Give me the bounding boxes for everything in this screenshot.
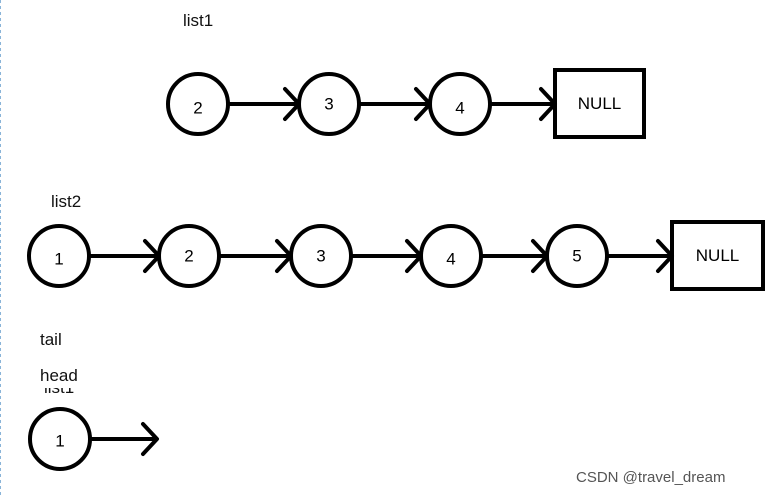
list2-arrow-4 xyxy=(481,239,549,273)
list1-node-3-value: 4 xyxy=(455,99,464,118)
list2-node-5-value: 5 xyxy=(572,247,581,266)
list2-node-3-value: 3 xyxy=(316,247,325,266)
merged-arrow-1 xyxy=(90,422,159,456)
tail-label: tail xyxy=(40,330,62,349)
list1-null-box xyxy=(553,68,646,139)
list1-null-label: NULL xyxy=(578,94,621,113)
list2-null-box xyxy=(670,220,765,291)
list2-node-4-value: 4 xyxy=(446,250,455,269)
selection-edge-dashes xyxy=(0,0,1,496)
head-label: head xyxy=(40,366,78,385)
list1-arrow-2 xyxy=(359,87,432,121)
list2-node-1-value: 1 xyxy=(54,250,63,269)
list1-node-1-value: 2 xyxy=(193,99,202,118)
list2-arrow-2 xyxy=(219,239,293,273)
merged-node-1-value: 1 xyxy=(55,432,64,451)
list1-label: list1 xyxy=(183,11,214,30)
list2-arrow-5 xyxy=(607,239,674,273)
list1-arrow-1 xyxy=(228,87,301,121)
list1-label-fragment: list1 xyxy=(44,388,84,396)
list1-arrow-3 xyxy=(490,87,557,121)
list2-arrow-3 xyxy=(351,239,423,273)
list2-arrow-1 xyxy=(89,239,161,273)
list1-node-2-value: 3 xyxy=(324,95,333,114)
list2-null-label: NULL xyxy=(696,246,739,265)
watermark: CSDN @travel_dream xyxy=(576,469,726,486)
list2-node-2-value: 2 xyxy=(184,247,193,266)
list2-label: list2 xyxy=(51,192,82,211)
